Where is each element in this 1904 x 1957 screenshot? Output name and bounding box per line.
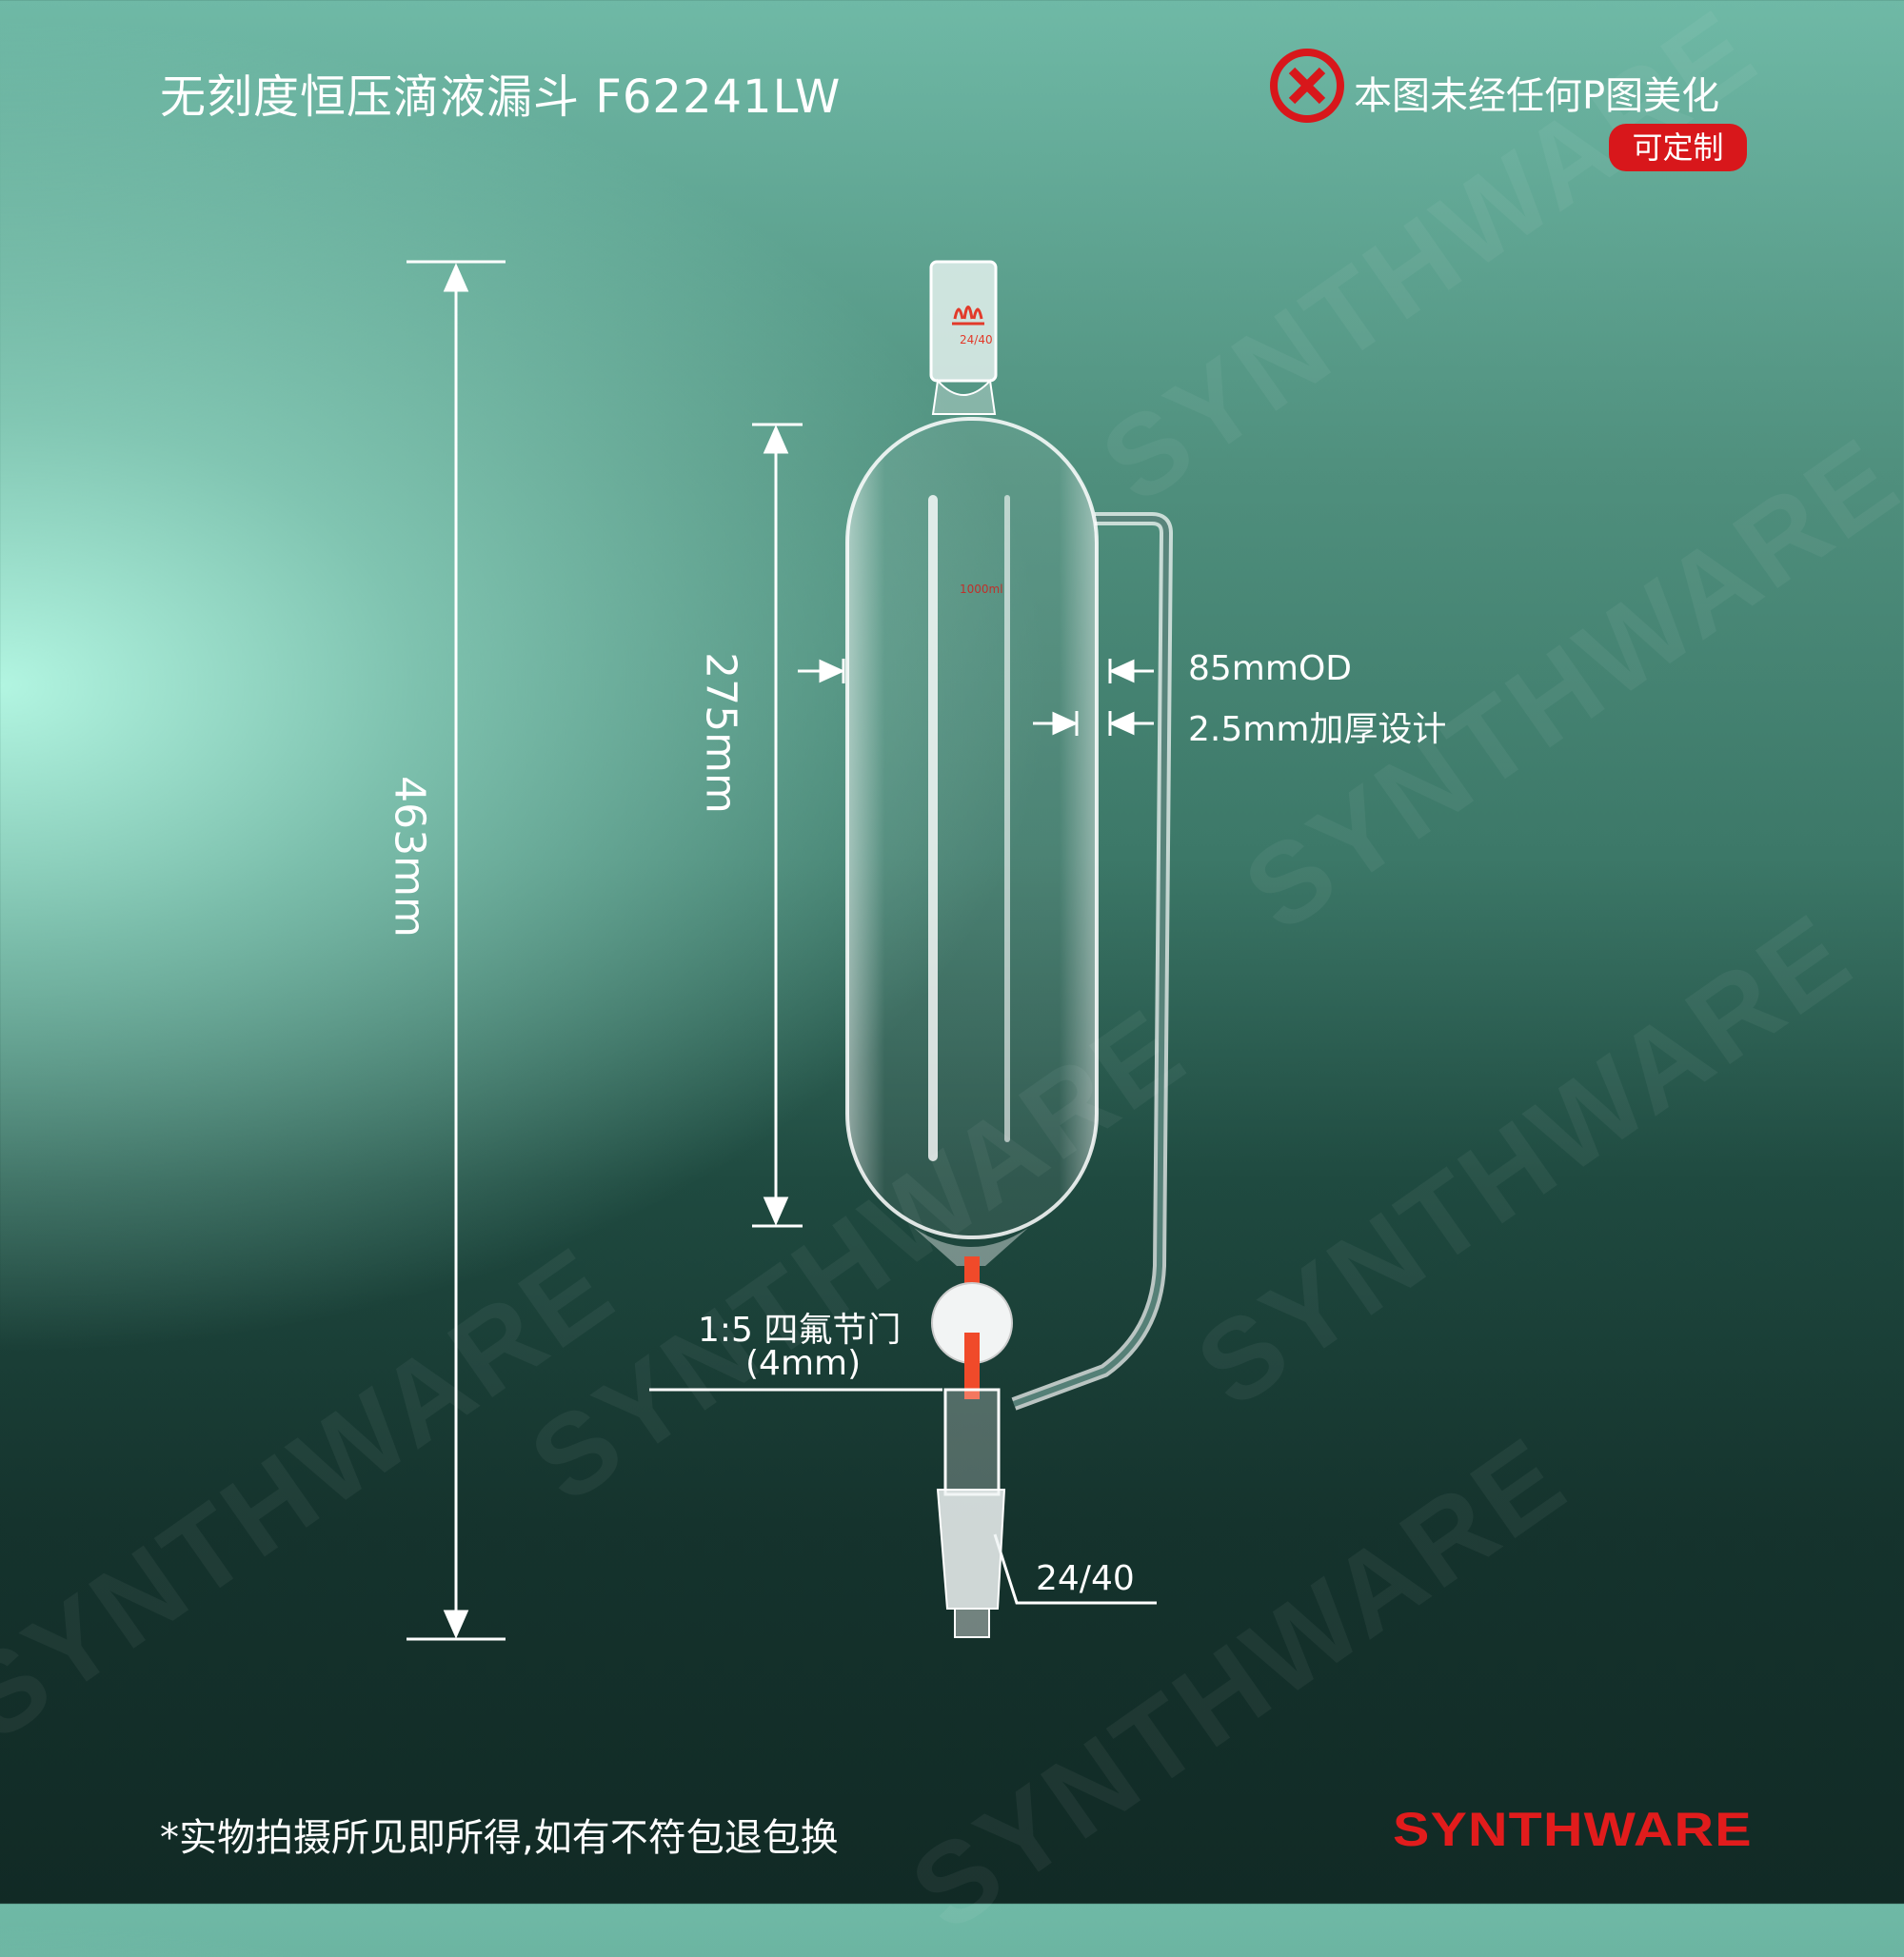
disclaimer: *实物拍摄所见即所得,如有不符包退包换: [160, 1816, 839, 1860]
total-height-label: 463mm: [385, 776, 434, 938]
top-joint-size: 24/40: [960, 333, 993, 346]
product-title: 无刻度恒压滴液漏斗 F62241LW: [160, 70, 842, 124]
no-retouch-icon: [1270, 49, 1344, 123]
volume-mark: 1000ml: [960, 583, 1003, 596]
stopcock-size-label: (4mm): [745, 1344, 862, 1383]
joint-size-label: 24/40: [1036, 1559, 1135, 1598]
no-retouch-notice: 本图未经任何P图美化: [1354, 74, 1720, 118]
body-height-label: 275mm: [696, 652, 745, 814]
outer-diameter-label: 85mmOD: [1188, 649, 1353, 688]
customizable-badge: 可定制: [1609, 124, 1747, 171]
dropping-funnel-illustration: [847, 262, 1170, 1609]
stopcock-label: 1:5 四氟节门: [698, 1311, 902, 1350]
brand-logo: SYNTHWARE: [1393, 1803, 1753, 1856]
wall-thickness-label: 2.5mm加厚设计: [1188, 710, 1447, 749]
brand-logo-icon: [952, 306, 984, 326]
